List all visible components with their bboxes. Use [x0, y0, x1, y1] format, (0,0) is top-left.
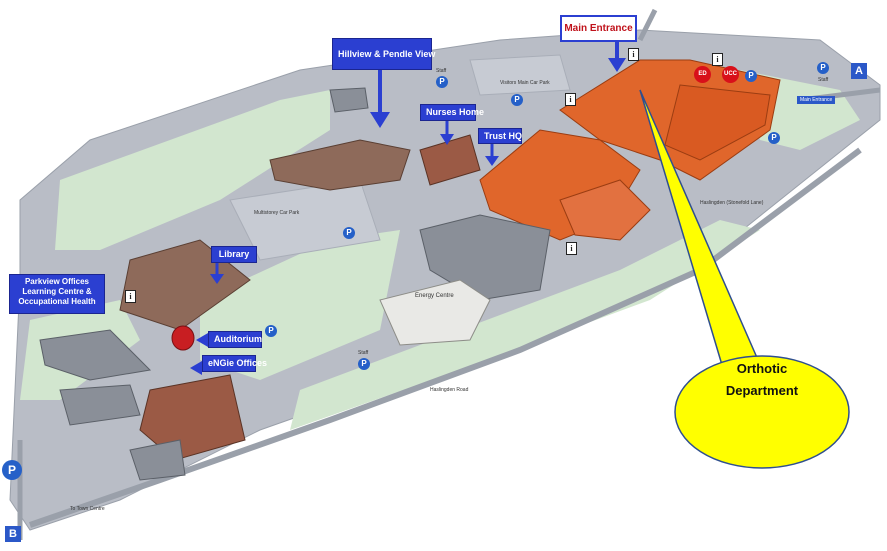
- auditorium-building: [171, 325, 195, 351]
- parking-icon: P: [745, 70, 757, 82]
- nurses-home-arrow-head: [440, 134, 454, 145]
- entrance-a-marker: A: [851, 63, 867, 79]
- trust-hq-label: Trust HQ: [478, 128, 522, 144]
- visitors-car-park-area: [469, 54, 571, 96]
- engie-building: [139, 374, 246, 461]
- parking-icon: P: [768, 132, 780, 144]
- parking-icon: P: [511, 94, 523, 106]
- info-icon: i: [628, 48, 639, 61]
- parking-icon: P: [817, 62, 829, 74]
- orthotic-callout-bubble: [674, 355, 850, 469]
- to-town-centre-text: To Town Centre: [70, 506, 105, 512]
- main-hospital-east-wing: [664, 84, 771, 161]
- callout-line-2: Department: [725, 383, 799, 398]
- grass-area-south: [290, 220, 760, 430]
- road-north-exit: [637, 8, 658, 42]
- callout-line-1: Orthotic: [736, 361, 788, 376]
- southwest-building-2: [59, 384, 141, 426]
- engie-offices-label: eNGie Offices: [202, 355, 267, 372]
- staff-text-east: Staff: [818, 77, 829, 83]
- info-icon: i: [125, 290, 136, 303]
- hillview-building: [269, 139, 411, 191]
- visitors-car-park-text: Visitors Main Car Park: [500, 80, 550, 86]
- info-icon: i: [566, 242, 577, 255]
- haslingden-lane-text: Haslingden (Stonefold Lane): [700, 200, 764, 206]
- energy-centre-building: [379, 279, 491, 346]
- auditorium-arrow-head: [196, 333, 208, 347]
- nurses-home-building: [419, 134, 481, 186]
- staff-text-north: Staff: [436, 68, 447, 74]
- auditorium-label: Auditorium: [208, 331, 262, 348]
- haslingden-road: [29, 147, 862, 528]
- south-building: [129, 439, 186, 481]
- nurses-home-label: Nurses Home: [420, 104, 484, 121]
- info-icon: i: [712, 53, 723, 66]
- library-arrow-head: [210, 274, 224, 284]
- main-entrance-tag: Main Entrance: [797, 96, 836, 104]
- parking-icon: P: [343, 227, 355, 239]
- central-buildings: [419, 214, 551, 301]
- hillview-label: Hillview & Pendle View: [332, 38, 435, 70]
- grass-area-west: [55, 90, 330, 250]
- haslingden-road-text: Haslingden Road: [430, 387, 469, 393]
- entrance-b-marker: B: [5, 526, 21, 542]
- energy-centre-text: Energy Centre: [415, 293, 454, 299]
- hospital-ward-block: [559, 179, 651, 241]
- orthotic-department-label: Orthotic Department: [676, 358, 848, 402]
- engie-arrow-head: [190, 361, 202, 375]
- info-icon: i: [565, 93, 576, 106]
- parking-icon: P: [2, 460, 22, 480]
- main-entrance-label: Main Entrance: [560, 15, 637, 42]
- small-building-north: [329, 87, 369, 113]
- main-entrance-arrow-head: [608, 58, 626, 72]
- library-label: Library: [211, 246, 257, 263]
- ucc-marker: UCC: [722, 66, 739, 83]
- multistorey-car-park-text: Multistorey Car Park: [254, 210, 300, 216]
- parking-icon: P: [358, 358, 370, 370]
- parkview-label: Parkview Offices Learning Centre & Occup…: [9, 274, 105, 314]
- ed-marker: ED: [694, 66, 711, 83]
- southwest-building: [39, 329, 152, 381]
- hillview-arrow-head: [370, 112, 390, 128]
- parking-icon: P: [436, 76, 448, 88]
- parking-icon: P: [265, 325, 277, 337]
- trust-hq-arrow-head: [485, 156, 499, 166]
- staff-text-south: Staff: [358, 350, 369, 356]
